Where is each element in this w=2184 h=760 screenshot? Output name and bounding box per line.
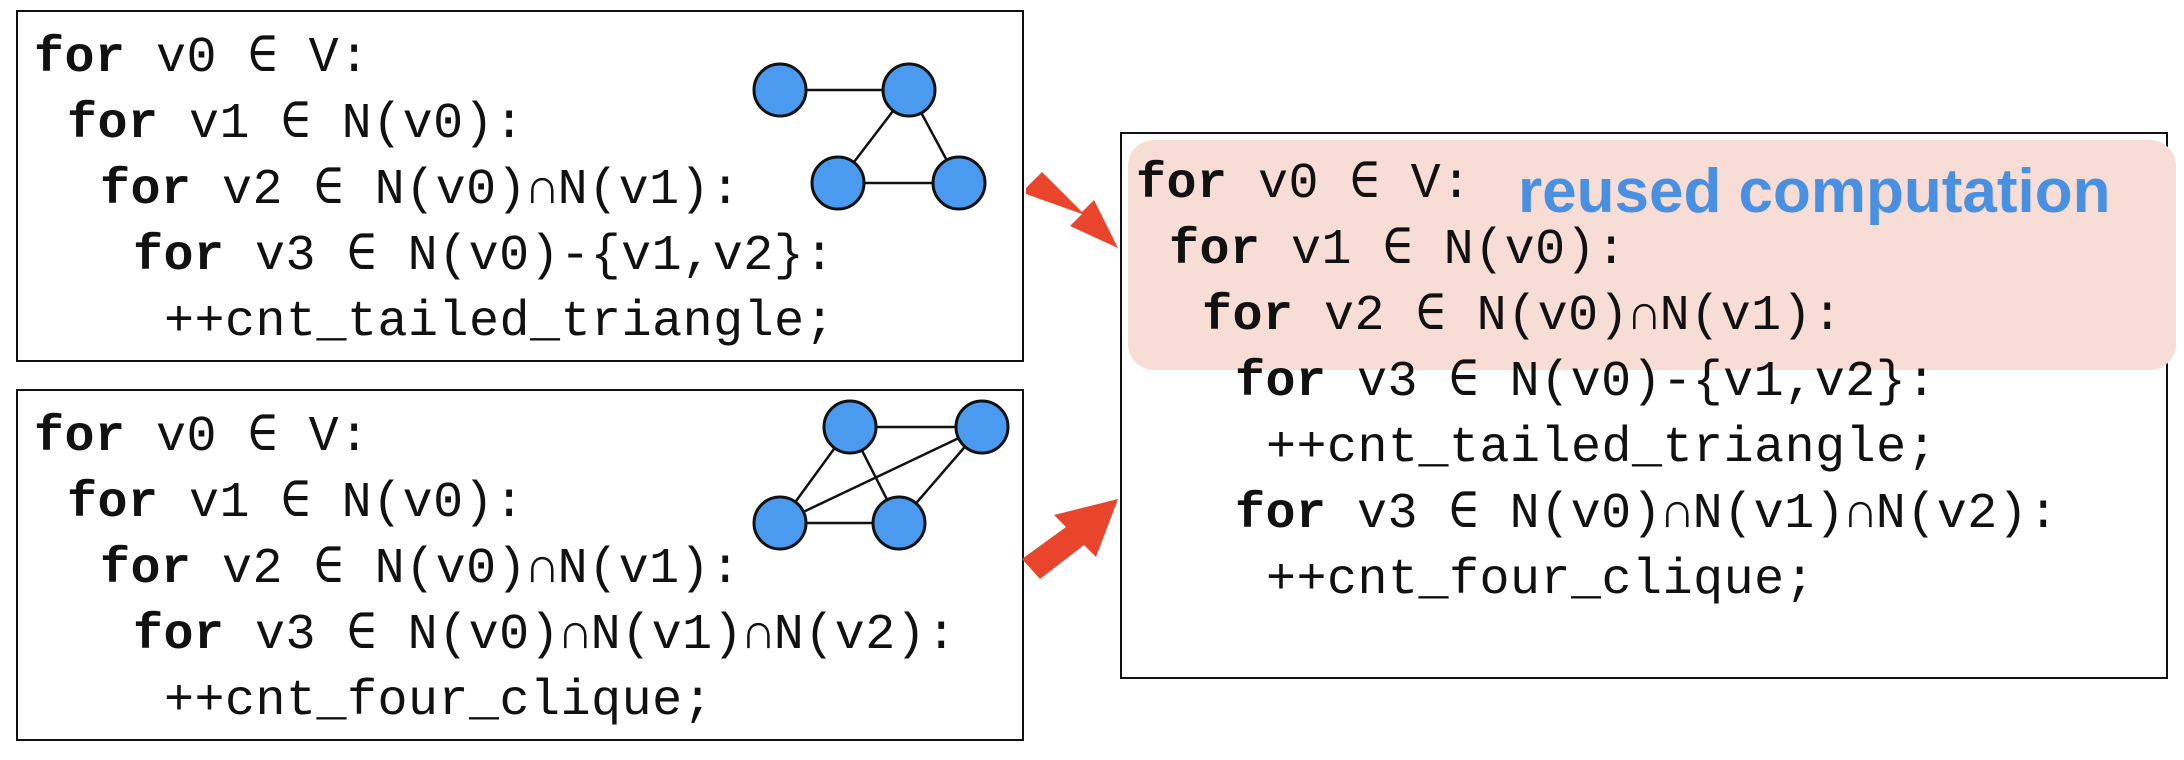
code-keyword: for — [1235, 486, 1327, 543]
code-line: for v1 ∈ N(v0): — [1136, 218, 2059, 284]
code-line: for v0 ∈ V: — [34, 26, 835, 92]
code-keyword: for — [67, 475, 159, 532]
code-keyword: for — [100, 541, 192, 598]
code-keyword: for — [1235, 354, 1327, 411]
four-clique-graph — [752, 399, 1010, 551]
code-keyword: for — [1136, 156, 1228, 213]
code-keyword: for — [34, 409, 126, 466]
code-text: v1 ∈ N(v0): — [1260, 222, 1627, 279]
code-text: v0 ∈ V: — [125, 409, 370, 466]
code-text: v0 ∈ V: — [125, 30, 370, 87]
code-text: v3 ∈ N(v0)∩N(v1)∩N(v2): — [224, 607, 957, 664]
graph-node — [871, 495, 927, 551]
arrow-shape — [1026, 172, 1118, 248]
merge-arrow-top — [1026, 172, 1118, 248]
four-clique-code-panel: for v0 ∈ V: for v1 ∈ N(v0): for v2 ∈ N(v… — [16, 389, 1024, 741]
code-keyword: for — [1169, 222, 1261, 279]
graph-edge — [779, 425, 983, 525]
code-text: ++cnt_four_clique; — [164, 673, 714, 730]
graph-node — [931, 155, 987, 211]
graph-node — [752, 62, 808, 118]
code-line: for v3 ∈ N(v0)∩N(v1)∩N(v2): — [34, 603, 957, 669]
code-keyword: for — [133, 228, 225, 285]
merged-code-panel: reused computation for v0 ∈ V: for v1 ∈ … — [1120, 132, 2176, 679]
arrow-shape — [1022, 499, 1118, 579]
tailed-triangle-graph — [752, 62, 987, 211]
code-text: ++cnt_tailed_triangle; — [164, 294, 836, 351]
code-line: ++cnt_four_clique; — [34, 669, 957, 735]
code-line: ++cnt_four_clique; — [1136, 548, 2059, 614]
code-line: for v3 ∈ N(v0)-{v1,v2}: — [1136, 350, 2059, 416]
code-text: v3 ∈ N(v0)-{v1,v2}: — [1326, 354, 1937, 411]
code-line: ++cnt_tailed_triangle; — [1136, 416, 2059, 482]
code-text: v1 ∈ N(v0): — [158, 475, 525, 532]
code-line: for v1 ∈ N(v0): — [34, 471, 957, 537]
graph-node — [752, 495, 808, 551]
reused-computation-label: reused computation — [1518, 157, 2111, 226]
code-keyword: for — [67, 96, 159, 153]
code-text: v2 ∈ N(v0)∩N(v1): — [191, 162, 741, 219]
code-line: ++cnt_tailed_triangle; — [34, 290, 835, 356]
code-line: for v3 ∈ N(v0)-{v1,v2}: — [34, 224, 835, 290]
graph-node — [954, 399, 1010, 455]
merge-arrow-bottom — [1022, 499, 1118, 579]
code-text: v1 ∈ N(v0): — [158, 96, 525, 153]
graph-node — [881, 62, 937, 118]
graph-node — [810, 155, 866, 211]
four-clique-code: for v0 ∈ V: for v1 ∈ N(v0): for v2 ∈ N(v… — [34, 405, 957, 735]
code-keyword: for — [100, 162, 192, 219]
code-line: for v0 ∈ V: — [1136, 152, 2059, 218]
code-text: ++cnt_tailed_triangle; — [1266, 420, 1938, 477]
code-text: v0 ∈ V: — [1227, 156, 1472, 213]
code-text: v2 ∈ N(v0)∩N(v1): — [1293, 288, 1843, 345]
code-keyword: for — [34, 30, 126, 87]
code-line: for v1 ∈ N(v0): — [34, 92, 835, 158]
tailed-triangle-code: for v0 ∈ V: for v1 ∈ N(v0): for v2 ∈ N(v… — [34, 26, 835, 356]
code-text: v2 ∈ N(v0)∩N(v1): — [191, 541, 741, 598]
code-keyword: for — [133, 607, 225, 664]
code-keyword: for — [1202, 288, 1294, 345]
code-text: v3 ∈ N(v0)∩N(v1)∩N(v2): — [1326, 486, 2059, 543]
code-line: for v2 ∈ N(v0)∩N(v1): — [1136, 284, 2059, 350]
merged-code: for v0 ∈ V: for v1 ∈ N(v0): for v2 ∈ N(v… — [1136, 152, 2059, 614]
code-line: for v2 ∈ N(v0)∩N(v1): — [34, 158, 835, 224]
graph-node — [822, 399, 878, 455]
code-line: for v0 ∈ V: — [34, 405, 957, 471]
code-text: ++cnt_four_clique; — [1266, 552, 1816, 609]
reused-computation-highlight — [1128, 140, 2176, 370]
code-line: for v2 ∈ N(v0)∩N(v1): — [34, 537, 957, 603]
code-line: for v3 ∈ N(v0)∩N(v1)∩N(v2): — [1136, 482, 2059, 548]
code-text: v3 ∈ N(v0)-{v1,v2}: — [224, 228, 835, 285]
